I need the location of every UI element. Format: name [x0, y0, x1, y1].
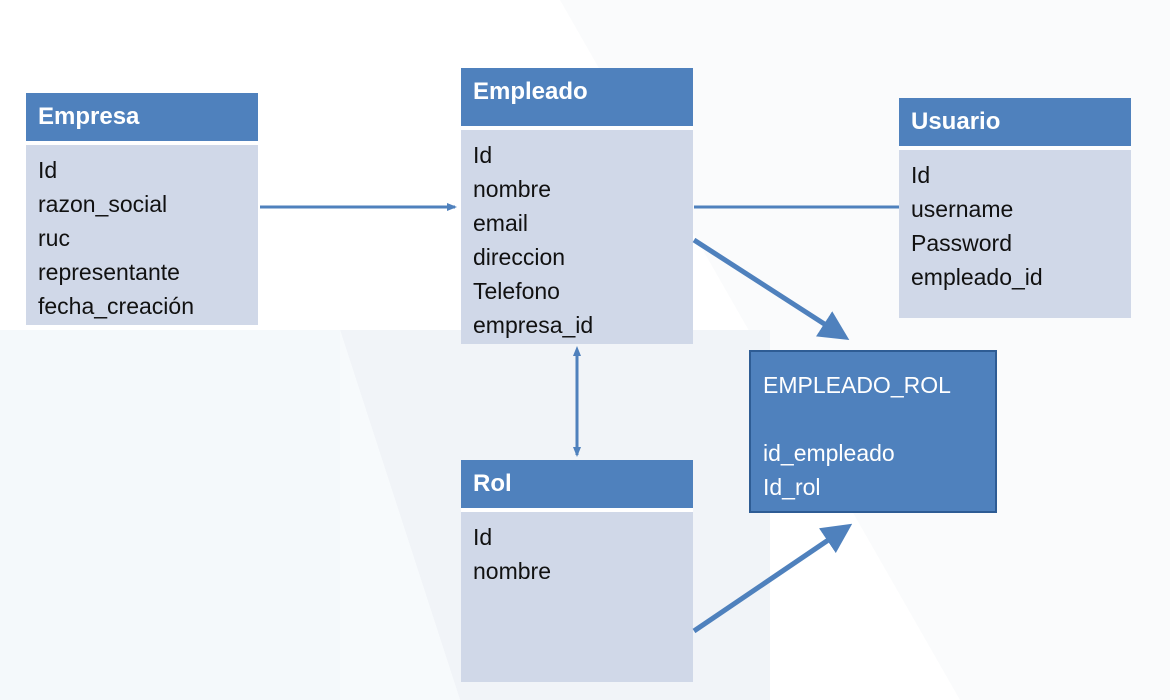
field-fecha-creacion: fecha_creación	[38, 293, 194, 319]
field-razon-social: razon_social	[38, 191, 168, 217]
entity-title: Rol	[461, 460, 693, 512]
field-representante: representante	[38, 259, 180, 285]
entity-fields: Id nombre email direccion Telefono empre…	[461, 130, 693, 344]
field-empresa-id: empresa_id	[473, 312, 594, 338]
entity-fields: Id nombre	[461, 512, 693, 682]
entity-fields: Id username Password empleado_id	[899, 150, 1131, 318]
field-password: Password	[911, 230, 1012, 256]
field-id: Id	[911, 162, 931, 188]
field-direccion: direccion	[473, 244, 566, 270]
field-id: Id	[38, 157, 58, 183]
field-id: Id	[473, 524, 493, 550]
field-username: username	[911, 196, 1014, 222]
field-telefono: Telefono	[473, 278, 560, 304]
entity-title: Empleado	[461, 68, 693, 130]
field-id: Id	[473, 142, 493, 168]
association-empleado-rol[interactable]: EMPLEADO_ROL id_empleado Id_rol	[749, 350, 997, 513]
entity-title: Usuario	[899, 98, 1131, 150]
entity-title: Empresa	[26, 93, 258, 145]
field-id-empleado: id_empleado	[763, 440, 895, 466]
field-empleado-id: empleado_id	[911, 264, 1043, 290]
field-ruc: ruc	[38, 225, 70, 251]
field-nombre: nombre	[473, 176, 551, 202]
association-title: EMPLEADO_ROL	[763, 372, 951, 398]
entity-empleado[interactable]: Empleado Id nombre email direccion Telef…	[461, 68, 693, 344]
entity-empresa[interactable]: Empresa Id razon_social ruc representant…	[26, 93, 258, 325]
entity-usuario[interactable]: Usuario Id username Password empleado_id	[899, 98, 1131, 318]
field-email: email	[473, 210, 528, 236]
field-id-rol: Id_rol	[763, 474, 821, 500]
entity-rol[interactable]: Rol Id nombre	[461, 460, 693, 682]
field-nombre: nombre	[473, 558, 551, 584]
entity-fields: Id razon_social ruc representante fecha_…	[26, 145, 258, 325]
